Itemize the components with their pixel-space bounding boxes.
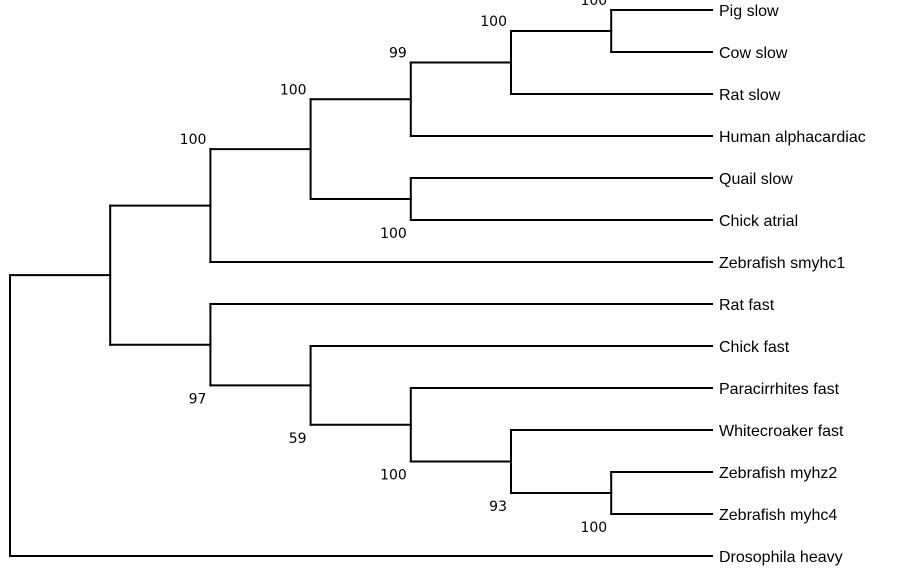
leaf-label-human: Human alphacardiac	[719, 129, 866, 146]
leaf-label-chickatrial: Chick atrial	[719, 213, 798, 230]
leaf-label-pig: Pig slow	[719, 3, 779, 20]
support-value-n_zfmy: 100	[580, 520, 607, 536]
leaf-label-chickfast: Chick fast	[719, 339, 790, 356]
leaf-label-whitecroaker: Whitecroaker fast	[719, 423, 844, 440]
support-value-n_quailchick: 100	[380, 226, 407, 242]
support-value-n_slow4: 99	[389, 46, 407, 62]
support-value-n_wc: 93	[489, 499, 507, 515]
leaf-label-paracirrhites: Paracirrhites fast	[719, 381, 840, 398]
leaf-label-ratfast: Rat fast	[719, 297, 775, 314]
leaf-label-zsmyhc1: Zebrafish smyhc1	[719, 255, 845, 272]
leaf-label-zmyhz2: Zebrafish myhz2	[719, 465, 837, 482]
support-value-n_slowgroup: 100	[280, 82, 307, 98]
support-value-n_slowzf: 100	[180, 132, 207, 148]
support-value-n_slow3: 100	[480, 14, 507, 30]
support-values: 100 100 99 100 100 100 100 93 100 59 97	[180, 0, 608, 536]
leaf-label-quail: Quail slow	[719, 171, 793, 188]
support-value-n_para: 100	[380, 468, 407, 484]
leaf-label-drosophila: Drosophila heavy	[719, 549, 843, 566]
leaf-label-ratslow: Rat slow	[719, 87, 781, 104]
leaf-label-cow: Cow slow	[719, 45, 788, 62]
support-value-n_chickfast: 59	[289, 431, 307, 447]
tree-branches	[9, 9, 713, 557]
leaf-label-zmyhc4: Zebrafish myhc4	[719, 507, 837, 524]
support-value-n_pigcow: 100	[580, 0, 607, 9]
support-value-n_fast: 97	[189, 391, 207, 407]
